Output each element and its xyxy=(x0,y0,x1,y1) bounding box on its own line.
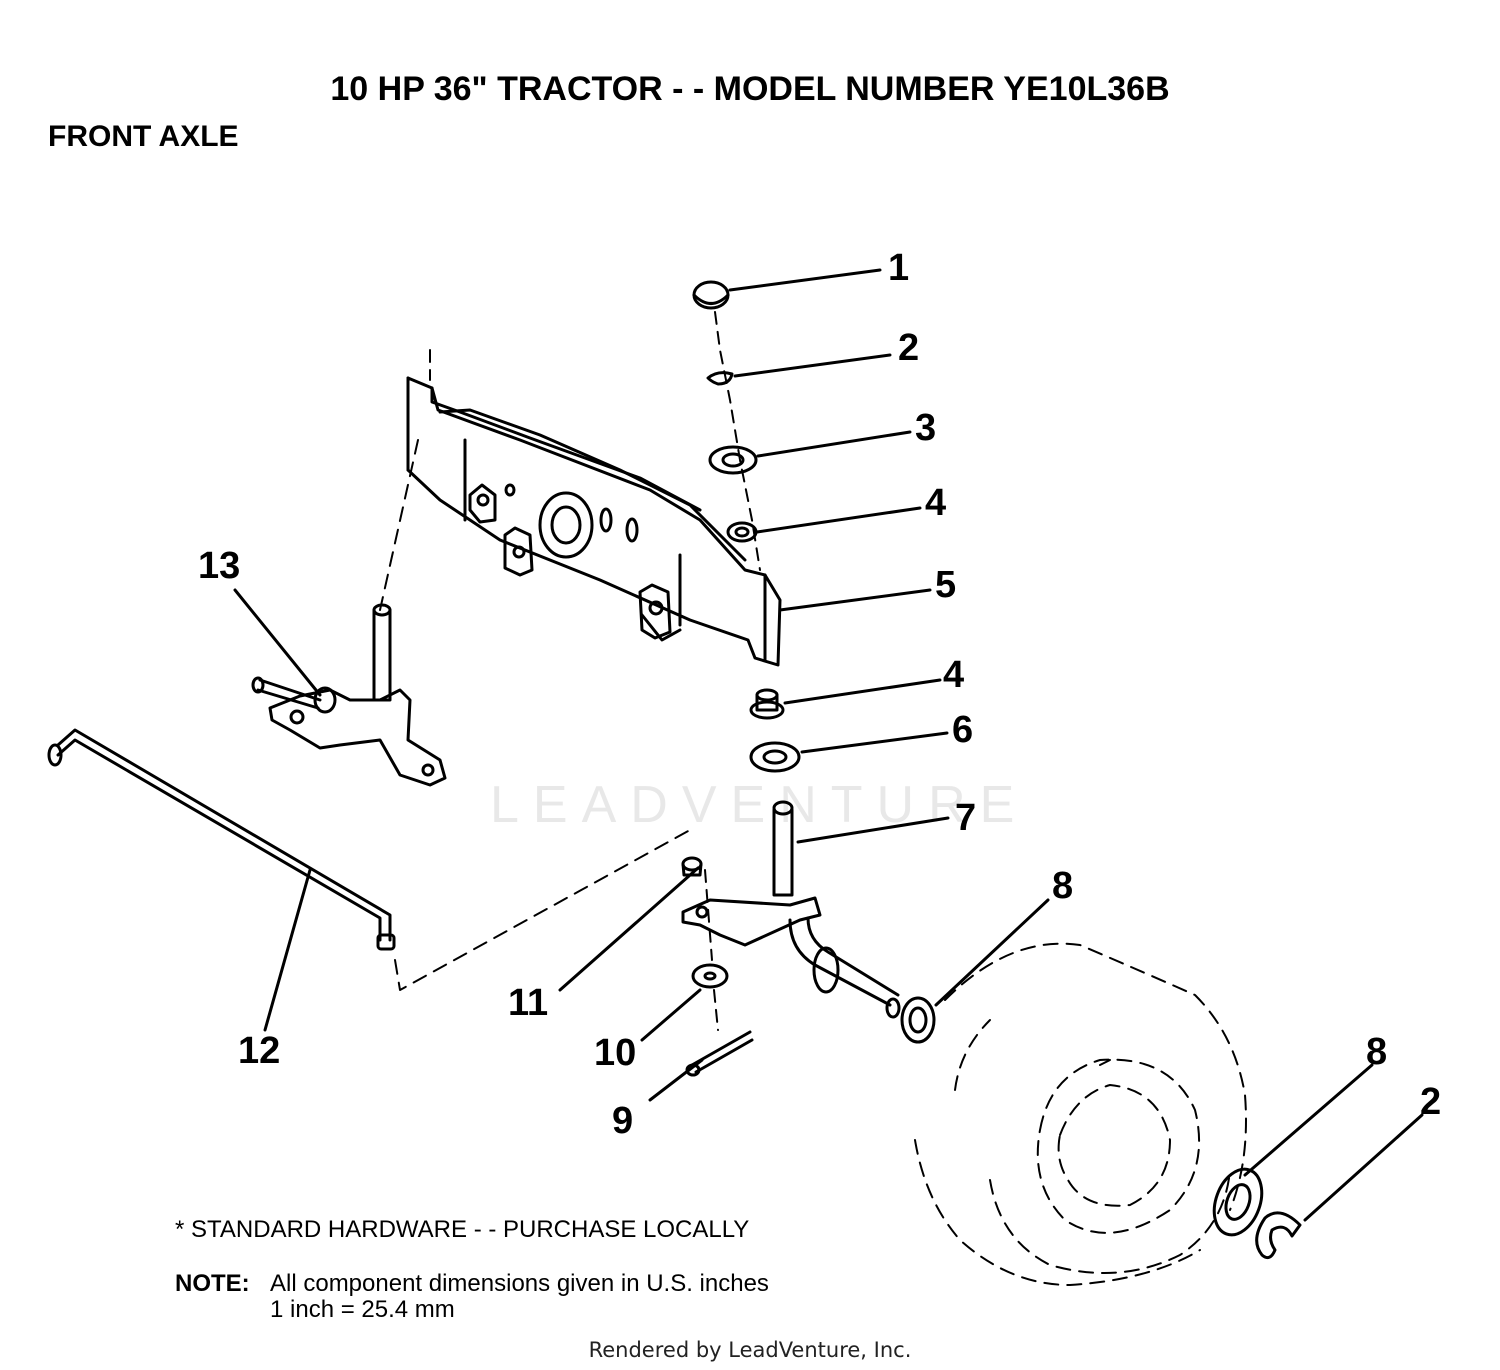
watermark-text: LEADVENTURE xyxy=(490,776,1029,834)
note-line-1: All component dimensions given in U.S. i… xyxy=(270,1270,769,1297)
callout-6: 6 xyxy=(952,709,973,751)
callout-8-inner: 8 xyxy=(1052,865,1073,907)
callout-9: 9 xyxy=(612,1100,633,1142)
tie-rod xyxy=(47,728,396,951)
part-4-bushing-upper xyxy=(726,521,758,543)
callout-4-lower: 4 xyxy=(943,654,964,696)
part-10-washer xyxy=(691,963,729,989)
part-8-washer-inner xyxy=(900,996,936,1044)
part-2-retaining-ring-outer xyxy=(1255,1211,1302,1260)
section-title: FRONT AXLE xyxy=(48,120,239,153)
axle-beam xyxy=(406,376,782,667)
standard-hardware-note: * STANDARD HARDWARE - - PURCHASE LOCALLY xyxy=(175,1216,750,1243)
part-2-retaining-ring xyxy=(706,371,734,386)
pivot-line-left xyxy=(379,439,419,611)
callout-8-outer: 8 xyxy=(1366,1031,1387,1073)
left-spindle xyxy=(251,603,447,787)
page-title: 10 HP 36" TRACTOR - - MODEL NUMBER YE10L… xyxy=(330,70,1170,108)
callout-10: 10 xyxy=(594,1032,636,1074)
part-3-washer xyxy=(708,445,758,475)
callout-1: 1 xyxy=(888,247,909,289)
right-spindle xyxy=(681,800,901,1019)
callout-13: 13 xyxy=(198,545,240,587)
render-credit: Rendered by LeadVenture, Inc. xyxy=(588,1338,912,1362)
part-6-washer xyxy=(749,741,801,773)
part-4-bushing-lower xyxy=(749,688,785,720)
leader-lines xyxy=(233,268,1424,1222)
callout-12: 12 xyxy=(238,1030,280,1072)
part-8-washer-outer xyxy=(1212,1167,1264,1237)
callout-2-outer: 2 xyxy=(1420,1081,1441,1123)
callout-4-upper: 4 xyxy=(925,482,946,524)
callout-2: 2 xyxy=(898,327,919,369)
front-wheel xyxy=(914,942,1247,1286)
note-label: NOTE: xyxy=(175,1270,250,1297)
part-1-cap xyxy=(692,280,730,310)
callout-5: 5 xyxy=(935,564,956,606)
part-9-cotter-pin xyxy=(685,1030,754,1077)
callout-7: 7 xyxy=(955,797,976,839)
callout-3: 3 xyxy=(915,407,936,449)
note-line-2: 1 inch = 25.4 mm xyxy=(270,1296,455,1323)
callout-11: 11 xyxy=(508,982,548,1024)
